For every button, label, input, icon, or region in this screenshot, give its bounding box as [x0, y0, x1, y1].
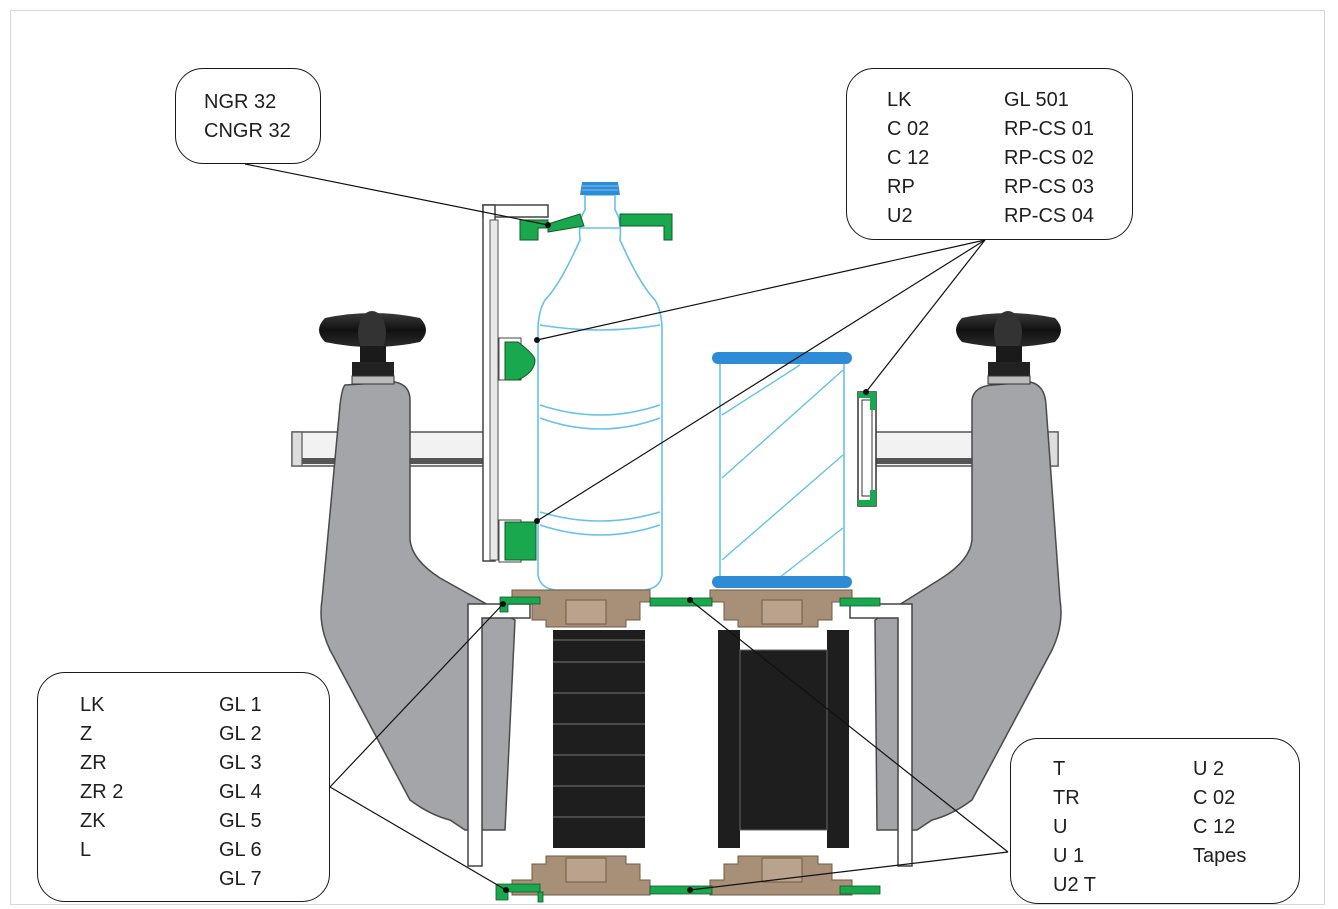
knob-left[interactable]	[319, 311, 426, 385]
knob-right[interactable]	[956, 311, 1061, 385]
figure-frame	[10, 10, 1325, 905]
green-neck-clamp	[519, 213, 673, 241]
part-code: GL 1	[219, 694, 262, 716]
part-code: U 2	[1193, 758, 1225, 780]
part-code: RP-CS 03	[1004, 176, 1095, 198]
callout-top-right: LK C 02 C 12 RP U2 GL 501 RP-CS 01 RP-CS…	[846, 68, 1133, 240]
part-code: LK	[887, 89, 912, 111]
callout-bottom-right-col1: T TR U U 1 U2 T	[1053, 755, 1096, 900]
part-code: ZR	[80, 752, 107, 774]
part-code: U2 T	[1053, 874, 1096, 896]
part-code: ZR 2	[80, 781, 124, 803]
callout-top-left: NGR 32 CNGR 32	[175, 68, 321, 164]
belt-left	[553, 630, 645, 848]
tan-pads-bottom	[511, 855, 853, 896]
callout-bottom-right-col2: U 2 C 02 C 12 Tapes	[1193, 755, 1246, 871]
part-code: GL 2	[219, 723, 262, 745]
callout-top-right-col2: GL 501 RP-CS 01 RP-CS 02 RP-CS 03 RP-CS …	[1004, 86, 1094, 231]
leader-lines	[244, 163, 1009, 891]
part-code: L	[80, 839, 92, 861]
green-clamp-lower	[498, 519, 537, 563]
part-code: GL 7	[219, 868, 262, 890]
tan-pads-top	[511, 589, 853, 628]
part-code: Tapes	[1193, 845, 1247, 867]
clamp-body-left	[320, 381, 516, 831]
part-code: U2	[887, 205, 913, 227]
bottle	[537, 194, 663, 591]
part-code: ZK	[80, 810, 106, 832]
green-clamp-upper	[498, 337, 536, 381]
part-code: CNGR 32	[204, 120, 291, 142]
clamp-body-right	[874, 381, 1062, 831]
part-code: C 02	[1193, 787, 1236, 809]
part-code: C 02	[887, 118, 930, 140]
part-code: GL 3	[219, 752, 262, 774]
part-code: RP-CS 04	[1004, 205, 1095, 227]
part-code: GL 6	[219, 839, 262, 861]
spool	[712, 352, 852, 588]
part-code: Z	[80, 723, 93, 745]
leader-dots	[500, 222, 869, 893]
part-code: NGR 32	[204, 91, 277, 113]
green-guide-right	[857, 391, 877, 507]
callout-bottom-left: LK Z ZR ZR 2 ZK L GL 1 GL 2 GL 3 GL 4 GL…	[37, 672, 330, 902]
belt-right	[718, 630, 849, 848]
callout-top-right-col1: LK C 02 C 12 RP U2	[887, 86, 929, 231]
part-code: U 1	[1053, 845, 1085, 867]
part-code: RP-CS 01	[1004, 118, 1095, 140]
part-code: GL 4	[219, 781, 262, 803]
part-code: RP-CS 02	[1004, 147, 1095, 169]
bottle-cap	[580, 182, 620, 195]
callout-bottom-left-col2: GL 1 GL 2 GL 3 GL 4 GL 5 GL 6 GL 7	[219, 691, 262, 894]
part-code: T	[1053, 758, 1066, 780]
part-code: TR	[1053, 787, 1080, 809]
part-code: GL 501	[1004, 89, 1069, 111]
part-code: LK	[80, 694, 105, 716]
callout-bottom-left-col1: LK Z ZR ZR 2 ZK L	[80, 691, 123, 865]
part-code: GL 5	[219, 810, 262, 832]
part-code: RP	[887, 176, 915, 198]
part-code: C 12	[1193, 816, 1236, 838]
green-strips-top	[499, 596, 881, 613]
part-code: C 12	[887, 147, 930, 169]
callout-top-left-list: NGR 32 CNGR 32	[204, 88, 291, 146]
callout-bottom-right: T TR U U 1 U2 T U 2 C 02 C 12 Tapes	[1010, 738, 1300, 904]
part-code: U	[1053, 816, 1068, 838]
guide-plate-left	[482, 204, 549, 562]
